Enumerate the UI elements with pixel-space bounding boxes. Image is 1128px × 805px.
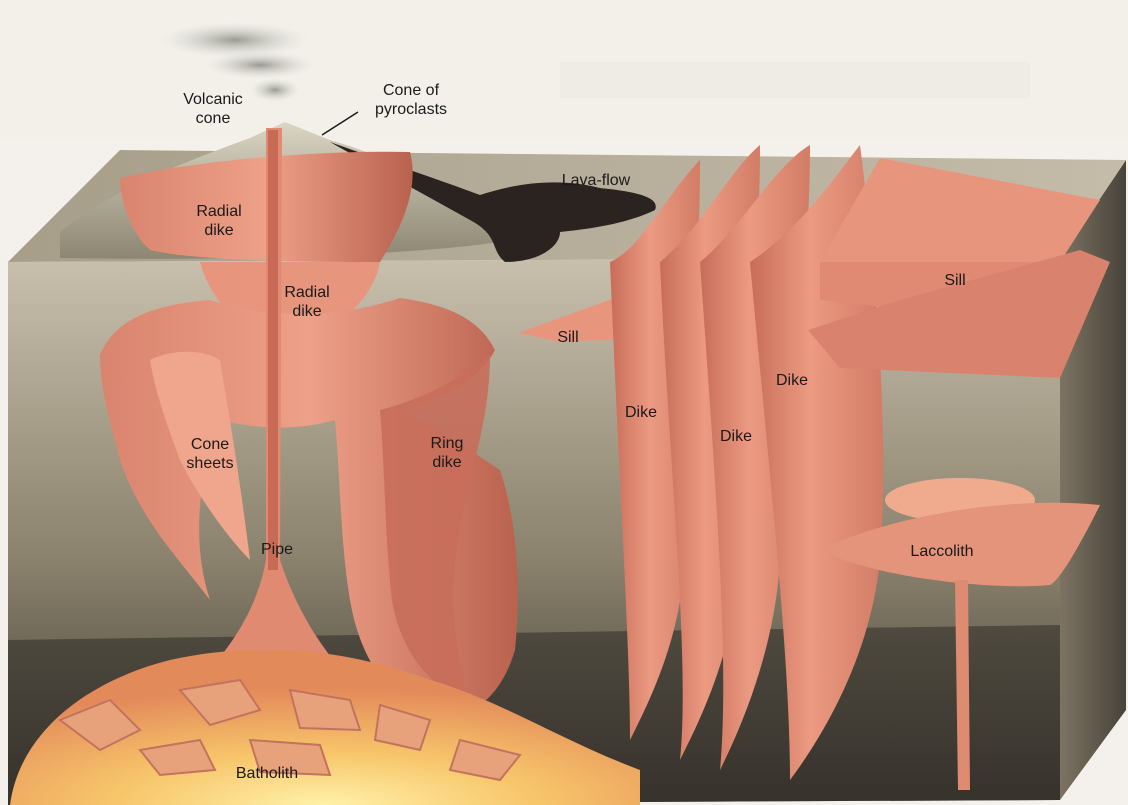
- label-lava-flow: Lava-flow: [562, 171, 630, 190]
- label-volcanic-cone: Volcanic cone: [183, 90, 243, 128]
- label-dike-1: Dike: [625, 403, 657, 422]
- label-cone-sheets: Cone sheets: [186, 435, 233, 473]
- label-batholith: Batholith: [236, 764, 298, 783]
- label-laccolith: Laccolith: [910, 542, 973, 561]
- label-cone-of-pyroclasts: Cone of pyroclasts: [375, 81, 447, 119]
- label-radial-dike-upper: Radial dike: [196, 202, 241, 240]
- label-sill-right: Sill: [944, 271, 965, 290]
- label-pipe: Pipe: [261, 540, 293, 559]
- label-dike-2: Dike: [720, 427, 752, 446]
- label-dike-3: Dike: [776, 371, 808, 390]
- label-radial-dike-lower: Radial dike: [284, 283, 329, 321]
- pipe-core: [268, 130, 278, 570]
- label-sill-left: Sill: [557, 328, 578, 347]
- label-ring-dike: Ring dike: [431, 434, 464, 472]
- page-background: [0, 0, 1128, 140]
